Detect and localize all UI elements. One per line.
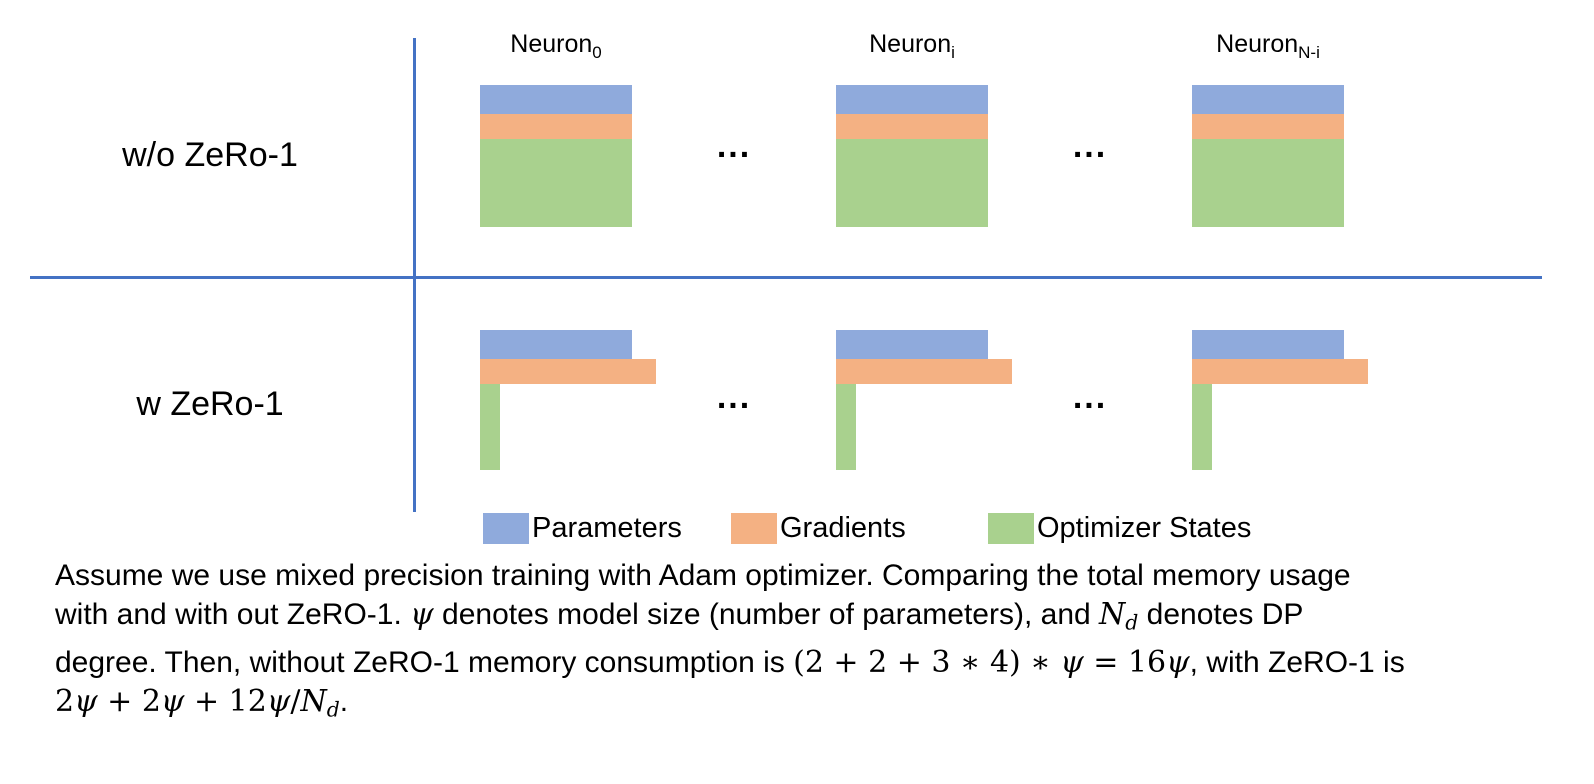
parameters-bar xyxy=(836,85,988,114)
optimizer-states-shard-bar xyxy=(1192,384,1212,470)
nd-symbol: N xyxy=(1099,597,1126,632)
neuron-n-i-label-base: Neuron xyxy=(1216,30,1299,58)
neuron-0-label-base: Neuron xyxy=(510,30,593,58)
neuron-i-label-sub: i xyxy=(951,43,955,62)
gradients-bar xyxy=(480,114,632,139)
optimizer-states-bar xyxy=(836,139,988,227)
psi-symbol: ψ xyxy=(74,683,98,719)
neuron-0-label-sub: 0 xyxy=(592,43,602,62)
caption-line-1: Assume we use mixed precision training w… xyxy=(55,556,1550,595)
neuron-n-i-sharded-memory-stack xyxy=(1192,330,1368,470)
gradients-bar xyxy=(1192,114,1344,139)
legend-label-gradients: Gradients xyxy=(780,512,906,544)
caption-text: denotes DP xyxy=(1138,598,1304,631)
neuron-i-full-memory-stack xyxy=(836,85,988,227)
psi-symbol: ψ xyxy=(1166,644,1190,680)
parameters-bar xyxy=(480,330,632,359)
parameters-swatch xyxy=(483,513,529,544)
optimizer-states-shard-bar xyxy=(836,384,856,470)
psi-symbol: ψ xyxy=(1060,644,1084,680)
ellipsis: ... xyxy=(716,378,752,416)
legend-label-parameters: Parameters xyxy=(532,512,682,544)
vertical-divider-line xyxy=(413,38,416,512)
row-label-without-zero1: w/o ZeRo-1 xyxy=(122,136,298,174)
ellipsis: ... xyxy=(716,127,752,165)
psi-symbol: ψ xyxy=(160,683,185,719)
caption-text: denotes model size (number of parameters… xyxy=(433,598,1100,631)
optimizer-states-bar xyxy=(1192,139,1344,227)
math-expression: + 2 xyxy=(97,683,161,719)
caption-text: . xyxy=(339,684,349,718)
ellipsis: ... xyxy=(1072,378,1108,416)
gradients-swatch xyxy=(731,513,777,544)
neuron-0-sharded-memory-stack xyxy=(480,330,656,470)
neuron-n-i-label: NeuronN-i xyxy=(1183,30,1353,63)
neuron-i-sharded-memory-stack xyxy=(836,330,1012,470)
parameters-bar xyxy=(836,330,988,359)
neuron-0-label: Neuron0 xyxy=(471,30,641,63)
gradients-bar xyxy=(836,359,1012,384)
parameters-bar xyxy=(480,85,632,114)
neuron-n-i-label-sub: N-i xyxy=(1298,43,1320,62)
caption-line-3: degree. Then, without ZeRO-1 memory cons… xyxy=(55,643,1550,682)
legend-item-optimizer-states: Optimizer States xyxy=(988,512,1251,545)
caption: Assume we use mixed precision training w… xyxy=(55,556,1550,729)
math-expression: 2 xyxy=(55,683,75,719)
parameters-bar xyxy=(1192,330,1344,359)
nd-subscript: d xyxy=(1125,610,1139,635)
parameters-bar xyxy=(1192,85,1344,114)
ellipsis: ... xyxy=(1072,127,1108,165)
math-expression: / xyxy=(290,683,301,719)
caption-text: degree. Then, without ZeRO-1 memory cons… xyxy=(55,645,794,679)
caption-line-4: 2ψ + 2ψ + 12ψ/Nd. xyxy=(55,682,1550,730)
optimizer-states-bar xyxy=(480,139,632,227)
neuron-n-i-full-memory-stack xyxy=(1192,85,1344,227)
caption-line-2: with and with out ZeRO-1. ψ denotes mode… xyxy=(55,595,1550,643)
legend-item-parameters: Parameters xyxy=(483,512,682,545)
nd-symbol: N xyxy=(300,683,327,719)
legend-item-gradients: Gradients xyxy=(731,512,906,545)
caption-text: , with ZeRO-1 is xyxy=(1189,645,1405,679)
math-expression: (2 + 2 + 3 ∗ 4) ∗ xyxy=(793,644,1061,680)
legend-label-optimizer-states: Optimizer States xyxy=(1037,512,1252,544)
psi-symbol: ψ xyxy=(266,683,291,719)
row-label-with-zero1: w ZeRo-1 xyxy=(136,385,284,423)
neuron-i-label-base: Neuron xyxy=(869,30,952,58)
neuron-i-label: Neuroni xyxy=(827,30,997,63)
gradients-bar xyxy=(1192,359,1368,384)
caption-text: with and with out ZeRO-1. xyxy=(55,598,411,631)
gradients-bar xyxy=(480,359,656,384)
caption-text: Assume we use mixed precision training w… xyxy=(55,559,1351,592)
horizontal-divider-line xyxy=(30,276,1542,279)
neuron-0-full-memory-stack xyxy=(480,85,632,227)
optimizer-states-swatch xyxy=(988,513,1034,544)
math-expression: + 12 xyxy=(184,683,267,719)
gradients-bar xyxy=(836,114,988,139)
optimizer-states-shard-bar xyxy=(480,384,500,470)
math-expression: = 16 xyxy=(1083,644,1167,680)
nd-subscript: d xyxy=(326,697,340,722)
psi-symbol: ψ xyxy=(410,597,434,632)
